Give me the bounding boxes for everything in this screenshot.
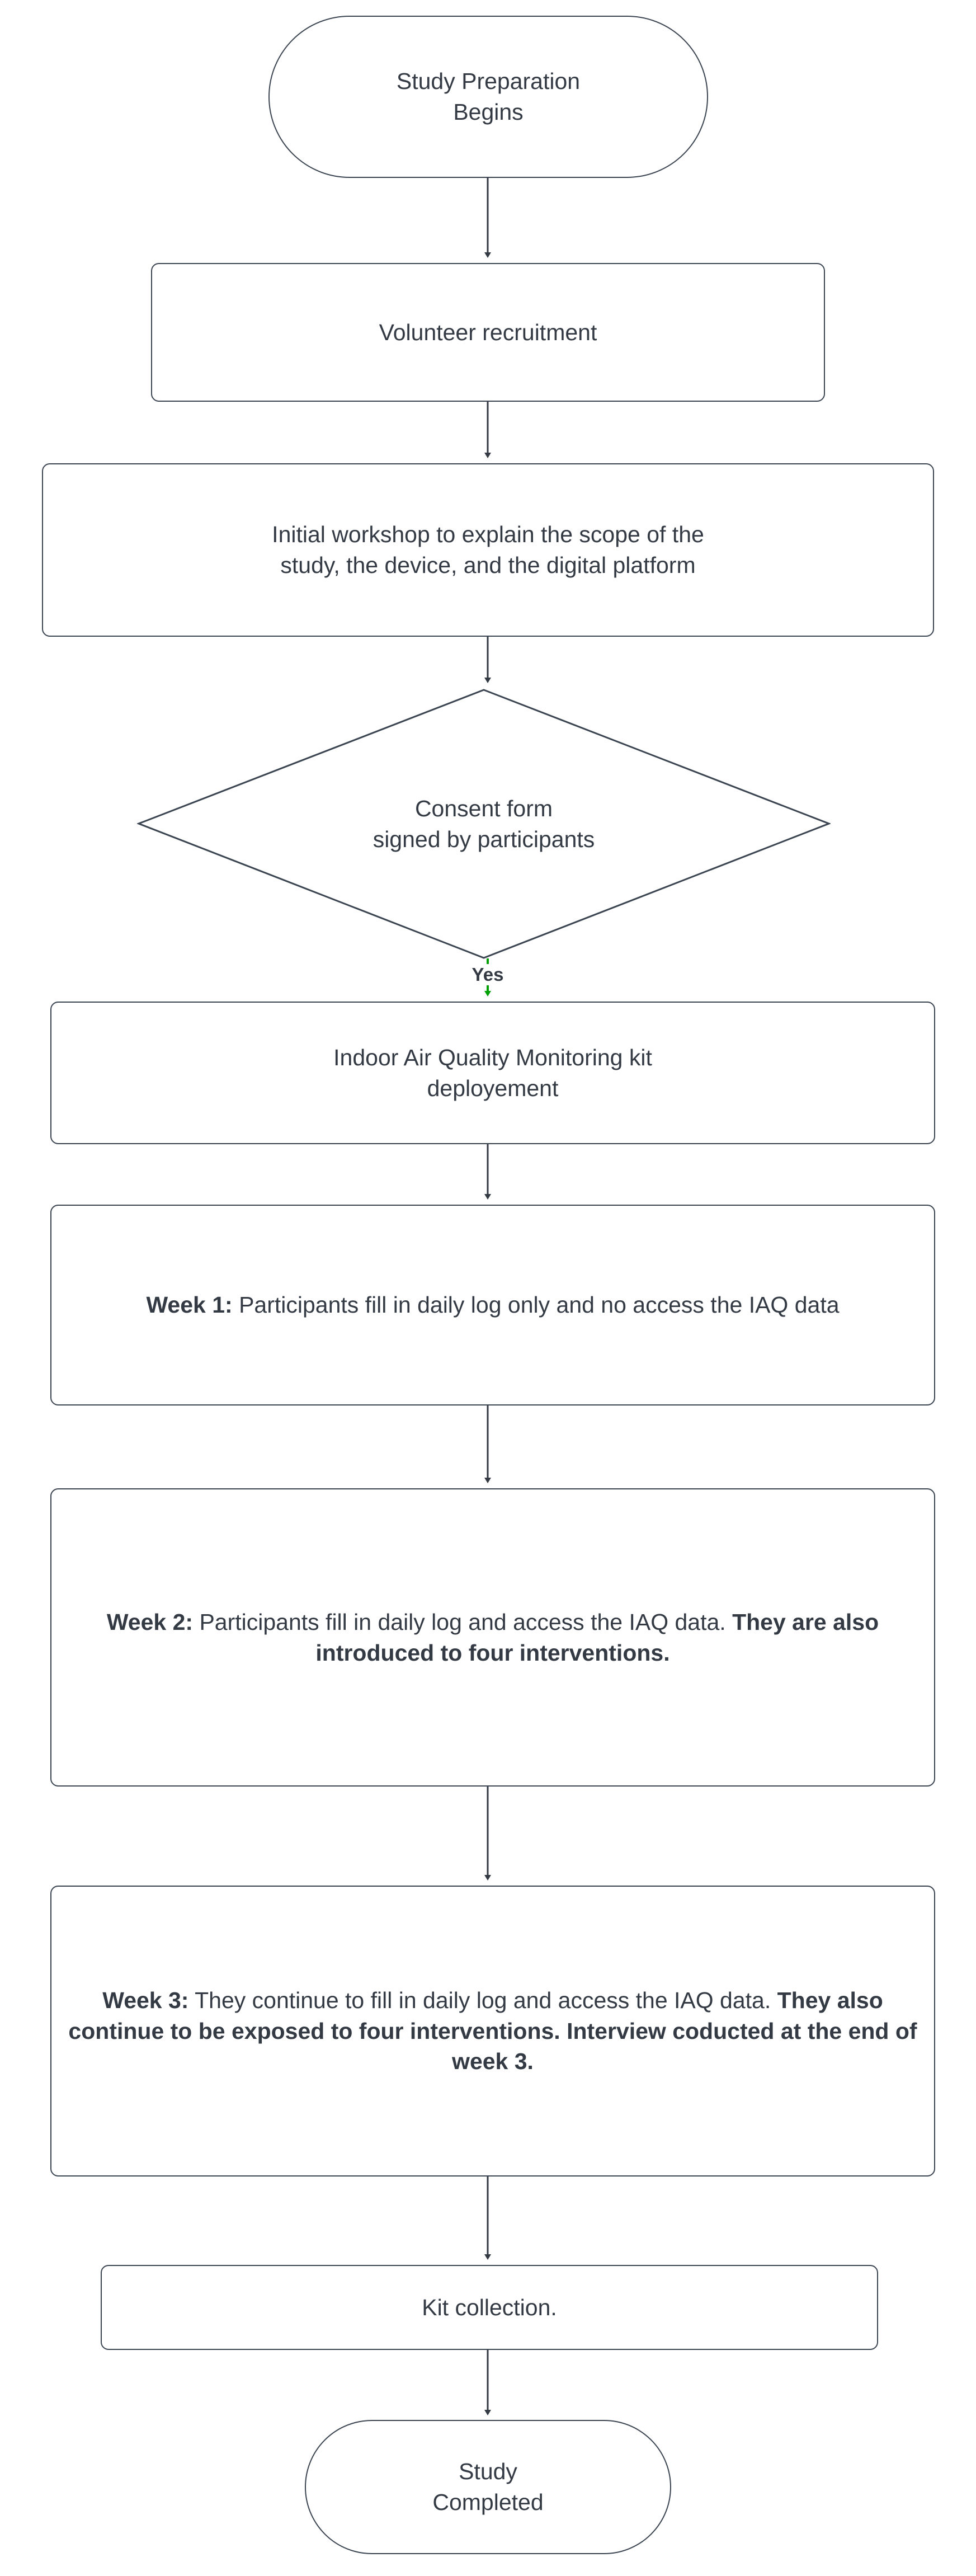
node-label-recruitment: Volunteer recruitment: [379, 319, 597, 345]
week-2-bold-prefix: Week 2:: [106, 1609, 194, 1635]
week-2-text: Participants fill in daily log and acces…: [193, 1609, 733, 1635]
node-week-2[interactable]: Week 2: Participants fill in daily log a…: [50, 1488, 935, 1787]
kit-deployment-line-2: deployement: [427, 1075, 559, 1101]
edge-label-consent-yes: Yes: [469, 964, 506, 985]
kit-deployment-line-1: Indoor Air Quality Monitoring kit: [333, 1044, 652, 1070]
node-study-completed[interactable]: Study Completed: [305, 2420, 671, 2554]
diamond-outline: [137, 689, 831, 959]
consent-line-2: signed by participants: [373, 826, 595, 852]
node-label-start: Study Preparation Begins: [270, 66, 707, 127]
end-line-1: Study: [459, 2459, 517, 2485]
node-iaq-kit-deployment[interactable]: Indoor Air Quality Monitoring kit deploy…: [50, 1002, 935, 1144]
node-label-week-3: Week 3: They continue to fill in daily l…: [51, 1985, 934, 2077]
node-label-kit-deployment: Indoor Air Quality Monitoring kit deploy…: [51, 1042, 934, 1103]
week-1-text: Participants fill in daily log only and …: [232, 1292, 840, 1318]
week-3-bold-suffix: They also continue to be exposed to four…: [68, 1987, 917, 2075]
workshop-line-1: Initial workshop to explain the scope of…: [272, 521, 704, 548]
week-3-bold-prefix: Week 3:: [102, 1987, 189, 2014]
node-label-kit-collection: Kit collection.: [422, 2294, 557, 2320]
node-study-preparation-begins[interactable]: Study Preparation Begins: [268, 16, 708, 178]
node-label-end: Study Completed: [306, 2456, 670, 2517]
end-line-2: Completed: [432, 2489, 544, 2515]
node-week-3[interactable]: Week 3: They continue to fill in daily l…: [50, 1886, 935, 2177]
node-kit-collection[interactable]: Kit collection.: [101, 2265, 878, 2350]
week-2-bold-suffix: They are also introduced to four interve…: [315, 1609, 879, 1666]
week-1-bold-prefix: Week 1:: [146, 1292, 233, 1318]
node-label-consent: Consent form signed by participants: [137, 793, 831, 854]
week-3-text: They continue to fill in daily log and a…: [188, 1987, 777, 2014]
node-consent-decision[interactable]: Consent form signed by participants: [137, 688, 831, 960]
node-initial-workshop[interactable]: Initial workshop to explain the scope of…: [42, 463, 934, 637]
consent-line-1: Consent form: [414, 795, 553, 821]
node-label-workshop: Initial workshop to explain the scope of…: [43, 519, 933, 580]
start-line-2: Begins: [453, 99, 524, 125]
node-volunteer-recruitment[interactable]: Volunteer recruitment: [151, 263, 825, 402]
start-line-1: Study Preparation: [396, 68, 581, 95]
node-label-week-2: Week 2: Participants fill in daily log a…: [51, 1607, 934, 1668]
node-week-1[interactable]: Week 1: Participants fill in daily log o…: [50, 1205, 935, 1405]
workshop-line-2: study, the device, and the digital platf…: [280, 552, 696, 578]
node-label-week-1: Week 1: Participants fill in daily log o…: [51, 1290, 934, 1320]
